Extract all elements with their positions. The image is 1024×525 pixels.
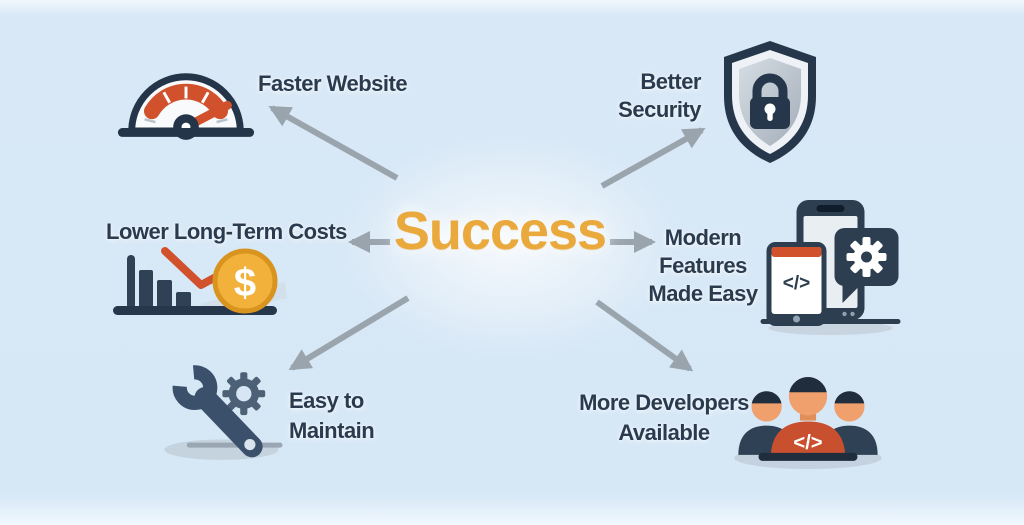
arrow-to-more-developers [595,299,694,372]
label-lower-costs: Lower Long-Term Costs [106,219,347,244]
developer-center: </> [770,377,846,459]
code-glyph-shirt: </> [793,432,822,454]
code-glyph-tablet: </> [783,273,810,294]
label-faster-website: Faster Website [258,71,408,96]
label-better-security: Better Security [618,69,701,122]
arrow-to-faster-website [268,105,399,181]
shield-lock-icon [724,41,816,163]
wrench-gear-icon [164,365,283,460]
arrow-to-easy-maintain [288,295,410,371]
label-easy-maintain: Easy to Maintain [289,388,375,443]
devices-gear-icon: </> [760,200,901,335]
arrow-to-better-security [600,127,706,189]
dollar-sign: $ [234,261,256,305]
label-more-developers: More Developers Available [579,390,749,445]
label-modern-features: Modern Features Made Easy [648,225,758,306]
center-success-label: Success [393,201,607,261]
speedometer-icon [117,73,255,140]
declining-chart-coin-icon: $ [113,247,287,315]
developer-team-icon: </> [734,377,882,469]
